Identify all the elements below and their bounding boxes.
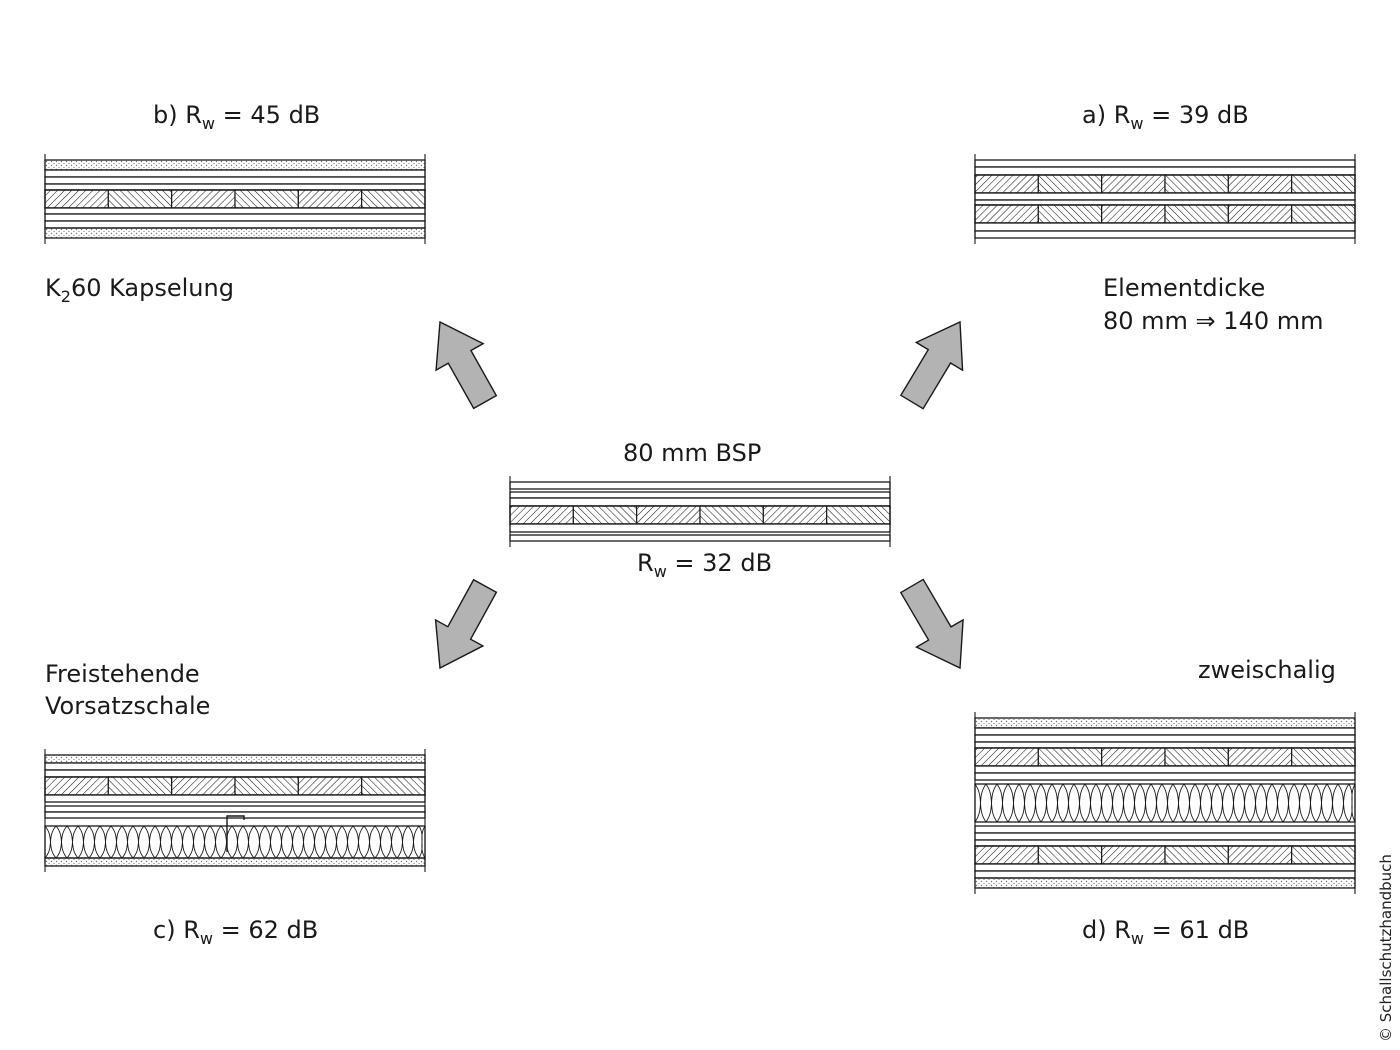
variant-c-rating: c) Rw = 62 dB [153,916,319,948]
arrow-to-d [899,578,964,670]
arrow-to-c [434,578,498,670]
arrow-to-b [435,320,498,410]
variant-c-cross-section [44,749,426,872]
variant-d-cross-section [974,712,1356,894]
variant-a-caption-line1: Elementdicke [1103,274,1266,302]
variant-a-caption-line2: 80 mm ⇒ 140 mm [1103,307,1324,335]
variant-d-rating: d) Rw = 61 dB [1082,916,1250,948]
center-title: 80 mm BSP [623,439,762,467]
center-cross-section [509,476,891,547]
center-rating: Rw = 32 dB [637,549,773,581]
variant-b-rating: b) Rw = 45 dB [153,101,321,133]
variant-d-caption: zweischalig [1198,656,1336,684]
variant-c-caption-line2: Vorsatzschale [45,692,211,720]
variant-a-rating: a) Rw = 39 dB [1082,101,1249,133]
variant-b-caption: K260 Kapselung [45,274,234,306]
arrow-to-a [899,320,964,410]
variant-a-cross-section [974,154,1356,244]
copyright-note: © Schallschutzhandbuch [1377,854,1395,1042]
variant-c-caption-line1: Freistehende [45,660,200,688]
variant-b-cross-section [44,154,426,244]
